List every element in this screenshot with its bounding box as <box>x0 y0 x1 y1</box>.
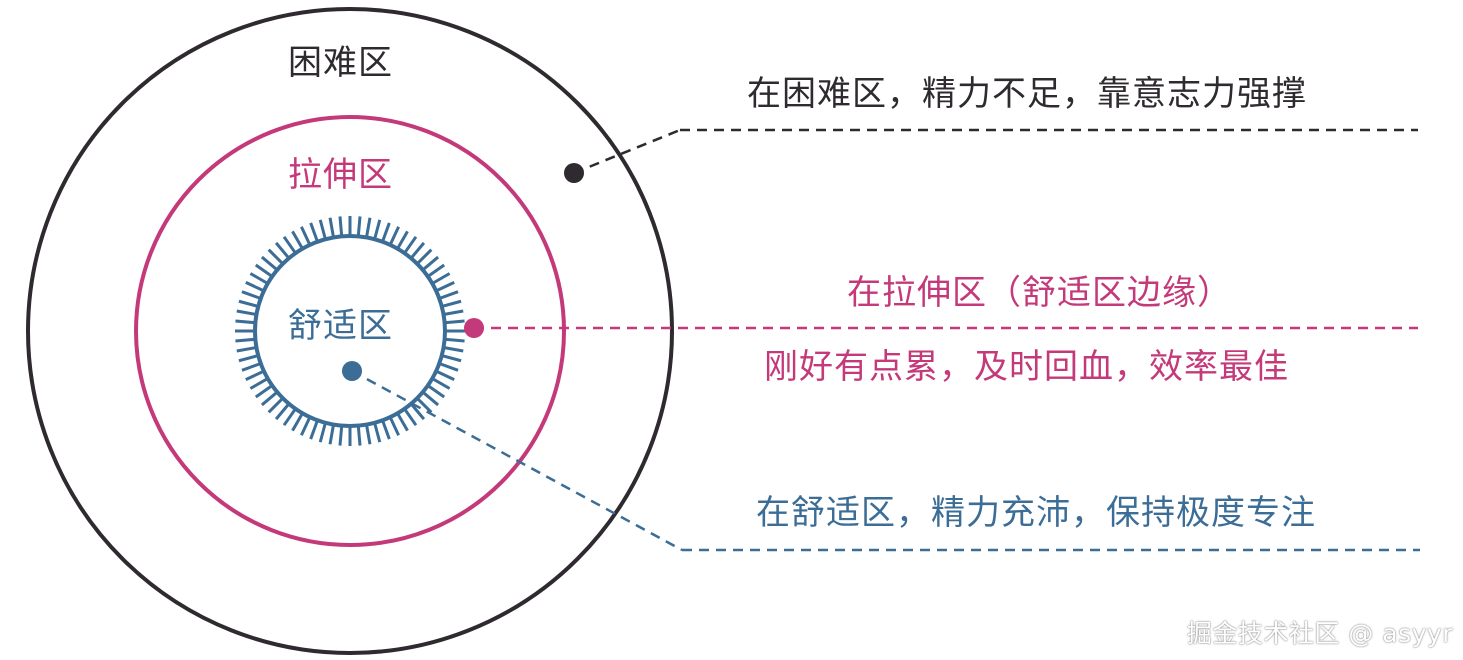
comfort-zone-tick <box>431 377 451 390</box>
difficulty-zone-circle <box>26 7 674 655</box>
comfort-zone-tick <box>443 309 464 316</box>
comfort-zone-tick <box>416 397 433 414</box>
difficulty-point-marker <box>564 163 584 183</box>
comfort-zone-tick <box>238 354 259 363</box>
comfort-zone-tick <box>438 290 459 300</box>
comfort-zone-tick <box>309 419 319 440</box>
comfort-zone-tick <box>291 412 304 432</box>
comfort-zone-tick <box>235 319 256 325</box>
comfort-zone-tick <box>338 216 344 237</box>
stretch-zone-description-bottom: 刚好有点累，及时回血，效率最佳 <box>764 347 1289 387</box>
comfort-zone-tick <box>373 422 382 443</box>
comfort-leader-diagonal <box>351 369 683 552</box>
comfort-zone-tick <box>260 390 279 407</box>
comfort-zone-tick <box>435 369 455 381</box>
comfort-zone-tick <box>365 217 372 238</box>
comfort-zone-tick <box>356 216 362 237</box>
comfort-zone-description: 在舒适区，精力充沛，保持极度专注 <box>756 493 1316 533</box>
comfort-zone-tick <box>245 369 265 381</box>
comfort-zone-tick <box>241 290 262 300</box>
comfort-zone-tick <box>274 402 291 421</box>
comfort-zone-tick <box>235 337 256 343</box>
difficulty-zone-label: 困难区 <box>288 43 393 83</box>
comfort-zone-tick <box>426 384 446 399</box>
comfort-zone-tick <box>388 416 400 436</box>
comfort-zone-tick <box>267 248 284 265</box>
comfort-zone-tick <box>282 235 297 255</box>
stretch-zone-description-top: 在拉伸区（舒适区边缘） <box>847 273 1232 313</box>
comfort-zone-tick <box>291 230 304 250</box>
difficulty-zone-description: 在困难区，精力不足，靠意志力强撑 <box>747 74 1307 114</box>
comfort-zone-tick <box>441 354 462 363</box>
comfort-zone-tick <box>403 235 418 255</box>
comfort-zone-tick <box>365 424 372 445</box>
comfort-point-marker <box>342 361 362 381</box>
comfort-zone-tick <box>435 281 455 293</box>
comfort-zone-tick <box>318 422 327 443</box>
stretch-point-marker <box>464 318 484 338</box>
comfort-zone-tick <box>444 319 465 325</box>
comfort-zone-tick <box>236 346 257 353</box>
comfort-zone-tick <box>396 412 409 432</box>
stretch-zone-circle <box>134 115 566 547</box>
comfort-zone-tick <box>381 222 391 243</box>
comfort-zone-tick <box>373 219 382 240</box>
comfort-zone-tick <box>274 241 291 260</box>
comfort-zone-tick <box>328 217 335 238</box>
comfort-zone-tick <box>245 281 265 293</box>
comfort-zone-tick <box>309 222 319 243</box>
comfort-zone-tick <box>426 263 446 278</box>
stretch-zone-label: 拉伸区 <box>288 155 393 195</box>
comfort-zone-tick <box>241 362 262 372</box>
comfort-zone-tick <box>409 402 426 421</box>
comfort-zone-tick <box>254 384 274 399</box>
comfort-zone-tick <box>236 309 257 316</box>
comfort-zone-tick <box>328 424 335 445</box>
comfort-zone-label: 舒适区 <box>288 306 393 346</box>
comfort-zone-ring <box>235 216 465 446</box>
comfort-zone-tick <box>249 272 269 285</box>
comfort-zone-tick <box>403 407 418 427</box>
comfort-zone-tick <box>421 255 440 272</box>
comfort-zone-tick <box>338 425 344 446</box>
comfort-zone-tick <box>443 346 464 353</box>
comfort-zone-tick <box>267 397 284 414</box>
comfort-zone-tick <box>381 419 391 440</box>
comfort-zone-tick <box>318 219 327 240</box>
comfort-zone-tick <box>282 407 297 427</box>
watermark-text: 掘金技术社区 @ asyyr <box>1186 619 1453 648</box>
comfort-zone-tick <box>431 272 451 285</box>
comfort-zone-tick <box>356 425 362 446</box>
difficulty-leader-diagonal <box>573 128 681 175</box>
comfort-zone-tick <box>300 226 312 246</box>
comfort-zone-tick <box>444 337 465 343</box>
comfort-zone-tick <box>409 241 426 260</box>
comfort-zone-tick <box>238 299 259 308</box>
comfort-zone-tick <box>416 248 433 265</box>
comfort-zone-tick <box>396 230 409 250</box>
comfort-zone-tick <box>249 377 269 390</box>
comfort-zone-ticks <box>235 216 465 446</box>
comfort-zone-tick <box>438 362 459 372</box>
comfort-zone-tick <box>300 416 312 436</box>
comfort-zone-tick <box>421 390 440 407</box>
comfort-zone-circle <box>253 234 447 428</box>
comfort-zone-tick <box>254 263 274 278</box>
comfort-zone-tick <box>388 226 400 246</box>
comfort-zone-tick <box>441 299 462 308</box>
comfort-zone-tick <box>260 255 279 272</box>
